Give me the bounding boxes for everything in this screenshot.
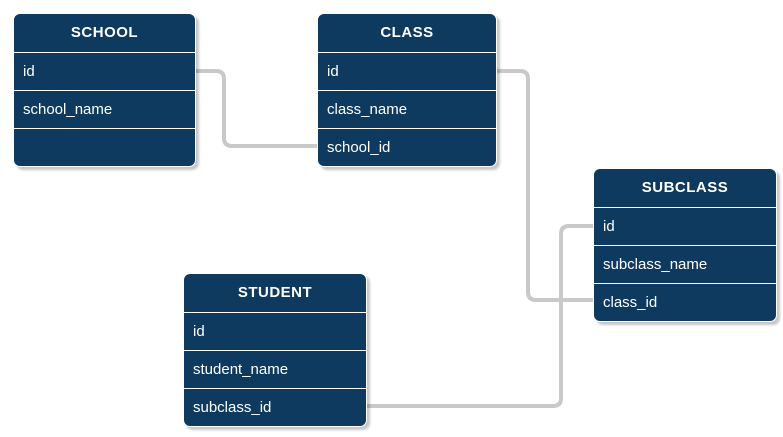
table-title-student: STUDENT [184,274,366,313]
entity-table-class[interactable]: CLASS id class_name school_id [317,13,497,167]
table-row-student-name[interactable]: student_name [184,351,366,389]
table-row-student-id[interactable]: id [184,313,366,351]
table-title-class: CLASS [318,14,496,53]
connector-school-id-to-class-school-id[interactable] [196,69,317,148]
table-row-subclass-class-id[interactable]: class_id [603,294,658,311]
table-row-school-empty[interactable] [14,129,195,166]
table-row-class-name[interactable]: class_name [318,91,496,129]
connector-class-id-to-subclass-class-id[interactable] [497,69,593,302]
table-row-school-name[interactable]: school_name [14,91,195,129]
table-row-subclass-id[interactable]: id [594,208,776,246]
entity-table-school[interactable]: SCHOOL id school_name [13,13,196,167]
table-title-school: SCHOOL [14,14,195,53]
connector-student-subclass-id-to-subclass-id[interactable] [367,224,593,408]
entity-table-student[interactable]: STUDENT id student_name subclass_id [183,273,367,427]
table-row-class-school-id[interactable]: school_id [327,139,391,156]
table-title-subclass: SUBCLASS [594,169,776,208]
entity-table-subclass[interactable]: SUBCLASS id subclass_name class_id [593,168,777,322]
table-row-subclass-name[interactable]: subclass_name [594,246,776,284]
table-row-class-id[interactable]: id [318,53,496,91]
table-row-school-id[interactable]: id [14,53,195,91]
table-row-student-subclass-id[interactable]: subclass_id [193,399,272,416]
